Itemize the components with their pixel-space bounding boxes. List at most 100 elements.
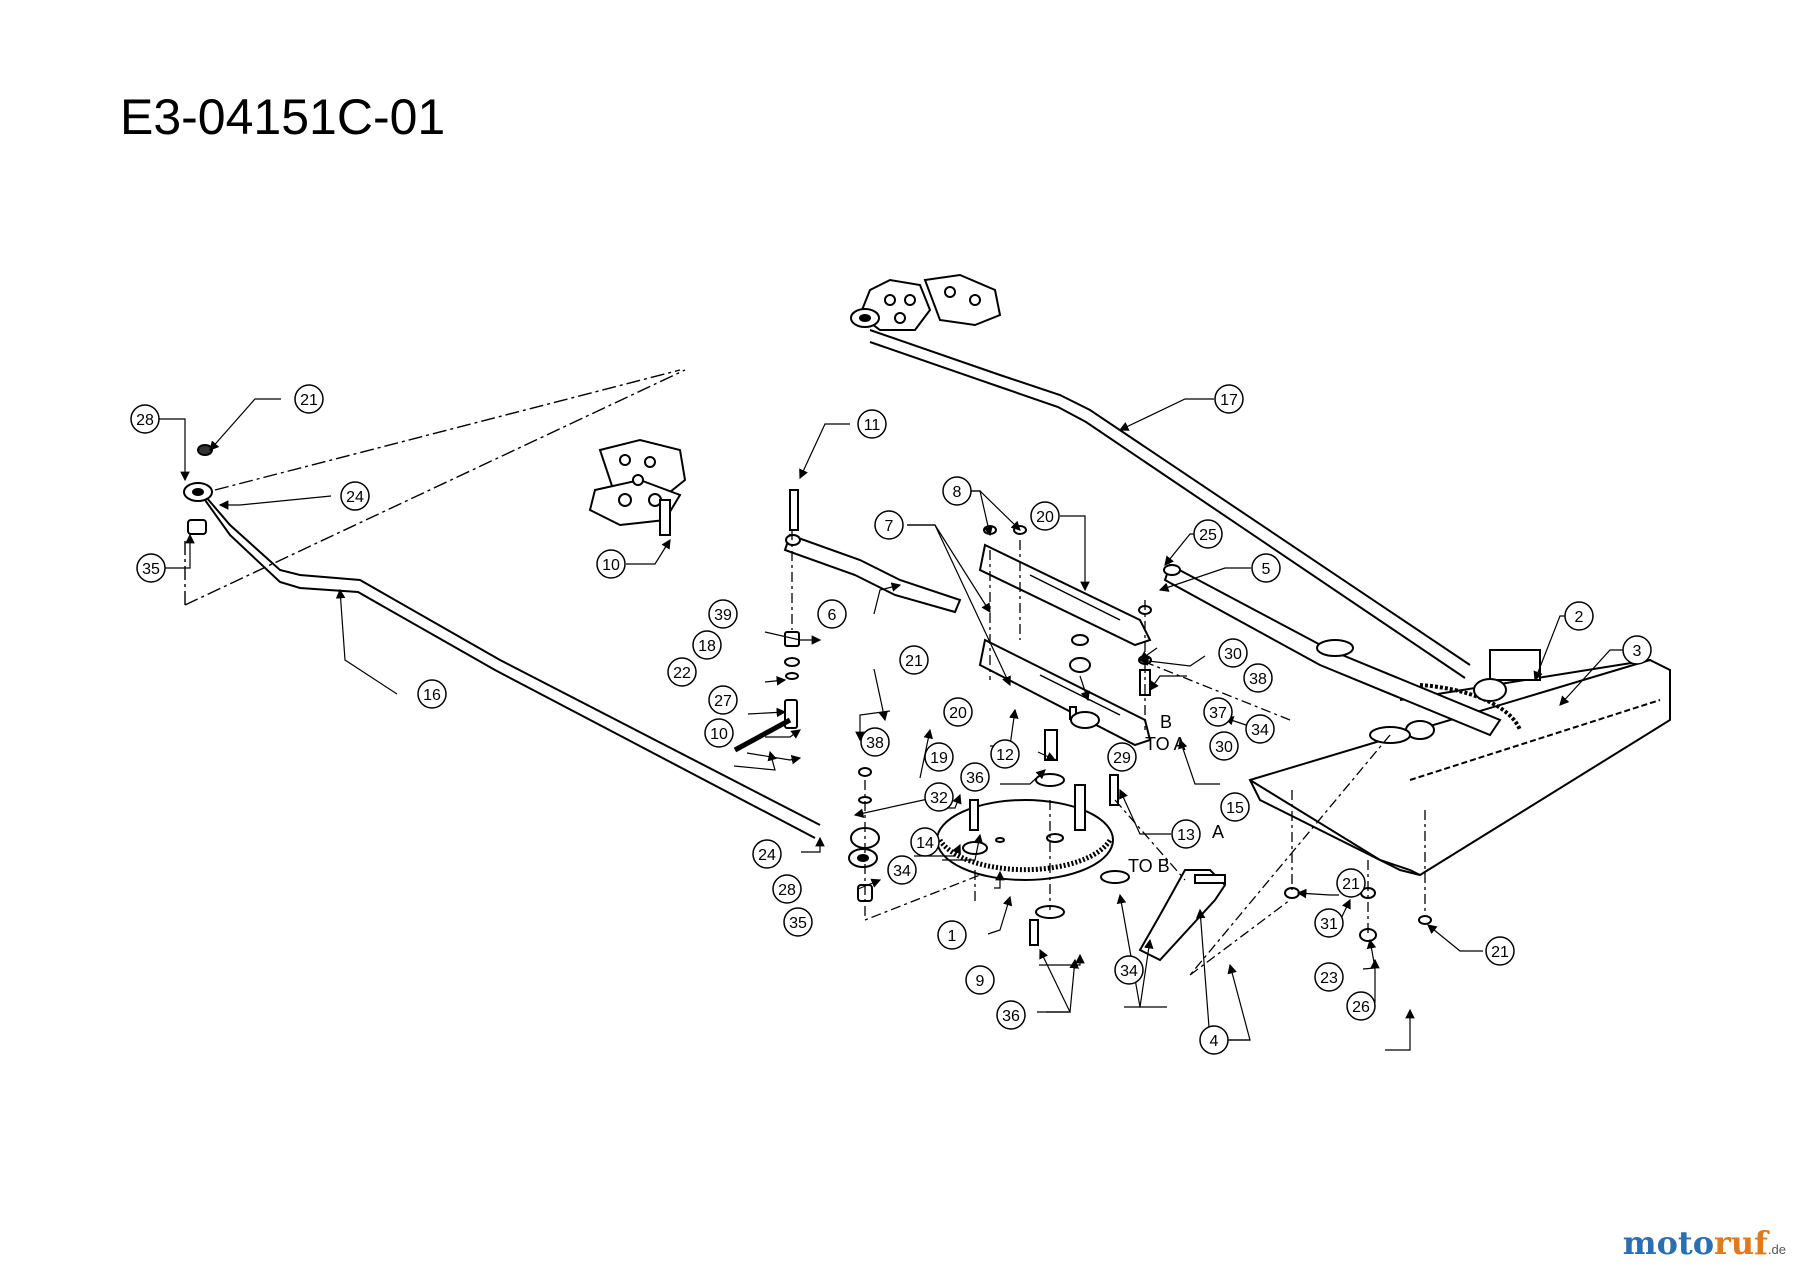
svg-text:19: 19 (930, 750, 948, 767)
watermark-part2: ruf (1714, 1224, 1768, 1262)
callout-27: 27 (708, 685, 738, 715)
steering-rod-16 (199, 489, 821, 839)
svg-text:10: 10 (710, 726, 728, 743)
svg-text:2: 2 (1575, 609, 1584, 626)
svg-text:30: 30 (1224, 646, 1242, 663)
svg-text:25: 25 (1199, 527, 1217, 544)
callout-6: 6 (817, 599, 847, 629)
svg-text:34: 34 (893, 863, 911, 880)
callout-26: 26 (1346, 991, 1376, 1021)
svg-text:4: 4 (1210, 1033, 1219, 1050)
arm-6 (783, 533, 962, 614)
callout-32: 32 (924, 782, 954, 812)
callout-35b: 35 (783, 907, 813, 937)
diagram-title: E3-04151C-01 (120, 89, 446, 145)
svg-text:39: 39 (714, 607, 732, 624)
svg-text:1: 1 (948, 928, 957, 945)
svg-text:15: 15 (1226, 800, 1244, 817)
watermark-logo: motoruf.de (1623, 1224, 1786, 1262)
svg-text:34: 34 (1120, 963, 1138, 980)
svg-text:21: 21 (1342, 876, 1360, 893)
callout-23: 23 (1314, 962, 1344, 992)
svg-text:30: 30 (1215, 739, 1233, 756)
svg-text:5: 5 (1262, 561, 1271, 578)
callout-35a: 35 (136, 553, 166, 583)
svg-text:34: 34 (1251, 722, 1269, 739)
callout-31: 31 (1314, 908, 1344, 938)
svg-text:7: 7 (885, 518, 894, 535)
watermark-suffix: .de (1767, 1242, 1786, 1257)
sector-gear-top (850, 273, 1002, 331)
svg-text:17: 17 (1220, 392, 1238, 409)
annotation-to-a: TO A (1145, 734, 1186, 754)
callout-24a: 24 (340, 481, 370, 511)
callout-14: 14 (910, 827, 940, 857)
svg-text:21: 21 (905, 653, 923, 670)
plate-7-lower (978, 638, 1152, 747)
svg-text:20: 20 (949, 705, 967, 722)
callout-39: 39 (708, 599, 738, 629)
svg-text:9: 9 (976, 973, 985, 990)
callout-22: 22 (667, 657, 697, 687)
callout-37: 37 (1203, 697, 1233, 727)
callout-38a: 38 (860, 727, 890, 757)
steering-rod-17 (869, 329, 1471, 679)
svg-text:10: 10 (602, 557, 620, 574)
callout-24b: 24 (752, 839, 782, 869)
callout-8: 8 (942, 476, 972, 506)
svg-text:11: 11 (864, 417, 881, 434)
link-outline-dashed (184, 369, 686, 606)
callout-30a: 30 (1218, 638, 1248, 668)
callout-17: 17 (1214, 384, 1244, 414)
svg-text:27: 27 (714, 693, 732, 710)
svg-text:13: 13 (1177, 827, 1195, 844)
svg-text:31: 31 (1320, 916, 1338, 933)
rod-end-left (183, 444, 213, 535)
svg-text:28: 28 (136, 412, 154, 429)
watermark-part1: moto (1622, 1224, 1715, 1262)
callout-16: 16 (417, 679, 447, 709)
svg-text:21: 21 (300, 392, 318, 409)
callout-15: 15 (1220, 792, 1250, 822)
callout-21a: 21 (294, 384, 324, 414)
svg-text:37: 37 (1209, 705, 1227, 722)
svg-text:24: 24 (346, 489, 364, 506)
svg-text:26: 26 (1352, 999, 1370, 1016)
callout-11: 11 (857, 409, 887, 439)
frame-chassis (1248, 649, 1671, 877)
svg-text:12: 12 (996, 747, 1014, 764)
callout-21b: 21 (899, 645, 929, 675)
center-gear-1 (936, 784, 1114, 881)
svg-text:16: 16 (423, 687, 441, 704)
callout-34a: 34 (1245, 714, 1275, 744)
callout-25: 25 (1193, 519, 1223, 549)
svg-text:21: 21 (1491, 944, 1509, 961)
annotation-b: B (1160, 712, 1172, 732)
callout-20b: 20 (943, 697, 973, 727)
callout-2: 2 (1564, 601, 1594, 631)
sector-gear-left (588, 438, 687, 536)
svg-text:35: 35 (142, 561, 160, 578)
svg-text:28: 28 (778, 882, 796, 899)
svg-text:24: 24 (758, 847, 776, 864)
svg-text:6: 6 (828, 607, 837, 624)
callout-12: 12 (990, 739, 1020, 769)
callouts: 1 2 3 4 5 6 7 8 9 10 10 11 12 13 14 15 1… (130, 384, 1652, 1055)
callout-38b: 38 (1243, 663, 1273, 693)
assembly-lines (791, 530, 1426, 976)
callout-36b: 36 (996, 1000, 1026, 1030)
svg-text:38: 38 (1249, 671, 1267, 688)
svg-text:36: 36 (1002, 1008, 1020, 1025)
callout-7: 7 (874, 510, 904, 540)
svg-text:22: 22 (673, 665, 691, 682)
svg-text:32: 32 (930, 790, 948, 807)
annotation-a: A (1212, 822, 1224, 842)
callout-36a: 36 (960, 762, 990, 792)
svg-text:3: 3 (1633, 643, 1642, 660)
callout-30b: 30 (1209, 731, 1239, 761)
svg-text:38: 38 (866, 735, 884, 752)
callout-21d: 21 (1485, 936, 1515, 966)
callout-34b: 34 (887, 855, 917, 885)
annotation-to-b: TO B (1128, 856, 1170, 876)
